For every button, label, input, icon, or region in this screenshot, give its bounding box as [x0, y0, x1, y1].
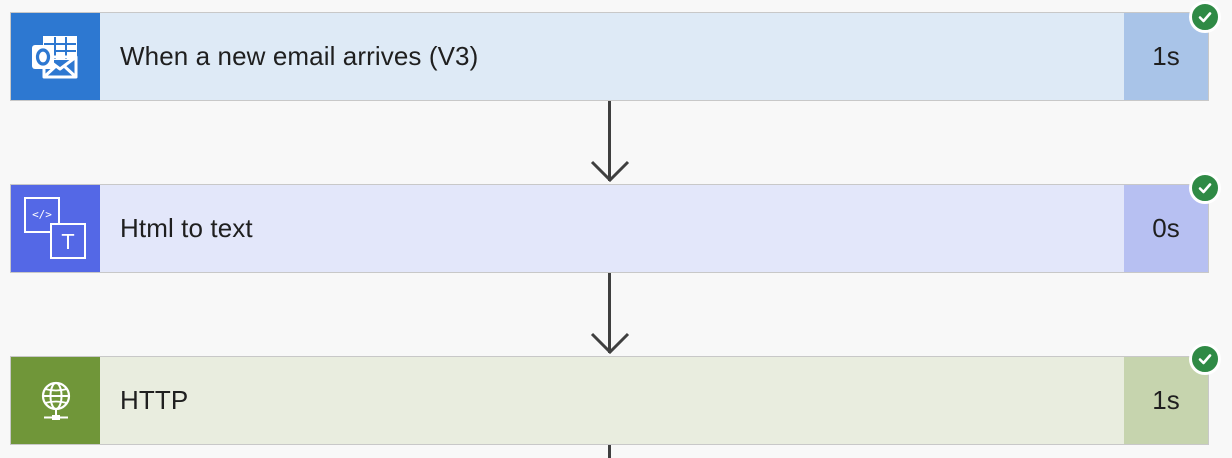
- step-when-new-email-arrives[interactable]: When a new email arrives (V3) 1s: [10, 12, 1209, 101]
- step-title: When a new email arrives (V3): [100, 13, 1124, 100]
- svg-text:</>: </>: [32, 208, 52, 221]
- step-title: Html to text: [100, 185, 1124, 272]
- success-check-icon: [1189, 1, 1221, 33]
- step-http[interactable]: HTTP 1s: [10, 356, 1209, 445]
- outlook-icon: [11, 13, 100, 100]
- connector-line: [608, 273, 611, 353]
- step-html-to-text[interactable]: </> T Html to text 0s: [10, 184, 1209, 273]
- success-check-icon: [1189, 172, 1221, 204]
- arrow-down-icon: [590, 160, 630, 182]
- globe-icon: [11, 357, 100, 444]
- step-duration: 1s: [1124, 357, 1208, 444]
- connector-line: [608, 101, 611, 181]
- arrow-down-icon: [590, 332, 630, 354]
- svg-text:T: T: [60, 230, 74, 254]
- success-check-icon: [1189, 343, 1221, 375]
- html-to-text-icon: </> T: [11, 185, 100, 272]
- connector-line: [608, 445, 611, 458]
- step-title: HTTP: [100, 357, 1124, 444]
